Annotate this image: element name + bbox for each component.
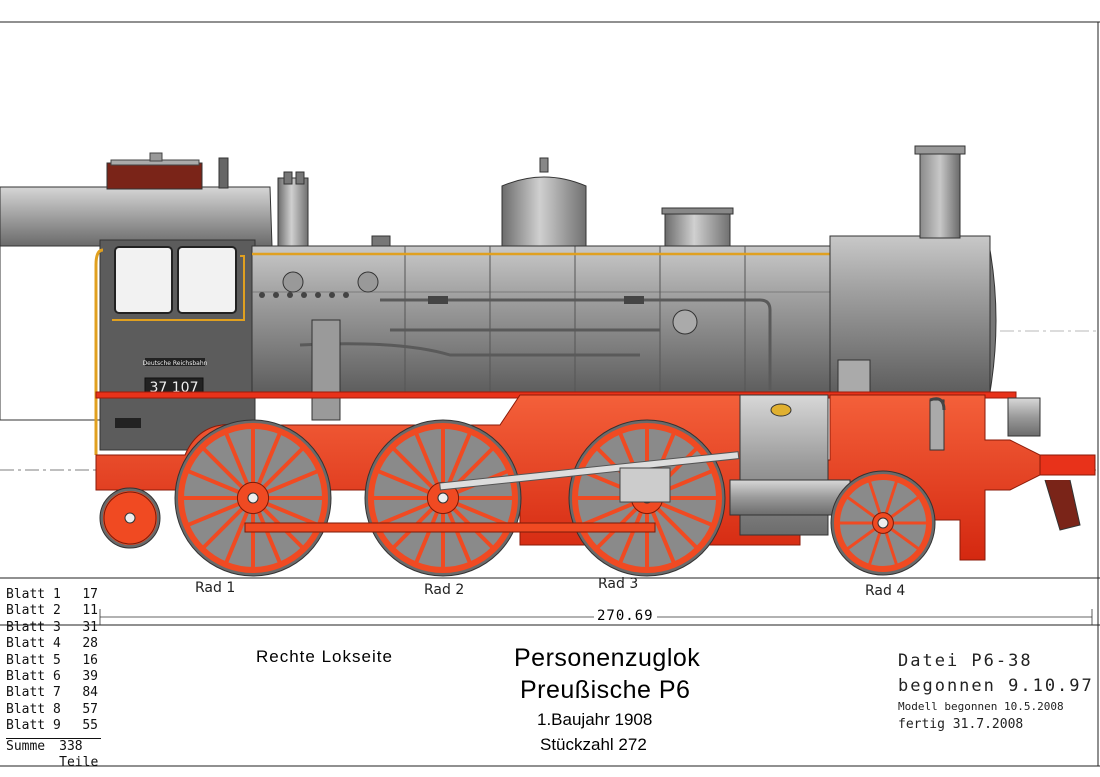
buffer [1007,397,1041,437]
handrail [94,248,104,455]
title-line2: Preußische P6 [520,676,691,704]
dimension-value: 270.69 [594,608,657,624]
title-line1: Personenzuglok [514,644,701,672]
chimney [919,149,961,239]
production-count: Stückzahl 272 [540,735,647,754]
build-year: 1.Baujahr 1908 [537,710,653,729]
finished-date: fertig 31.7.2008 [898,717,1024,732]
coupling-hook [1044,479,1081,531]
side-label: Rechte Lokseite [256,647,393,666]
wheel-label-4: Rad 4 [865,583,906,599]
wheel-2 [364,419,522,577]
coupling-rod [244,522,656,533]
cab-window-left [114,246,173,314]
sand-dome [664,211,731,247]
model-started-date: Modell begonnen 10.5.2008 [898,700,1064,713]
wheels [99,419,936,577]
started-date: begonnen 9.10.97 [898,676,1094,696]
wheel-label-1: Rad 1 [195,580,236,596]
cab-roof [0,186,273,247]
operator-plate: Deutsche Reichsbahn [143,360,208,367]
feed-valve [282,271,304,293]
boiler-top-fitting [371,235,391,247]
wheel-label-2: Rad 2 [424,582,465,598]
wheel-label-3: Rad 3 [598,576,639,592]
cab-window-right [177,246,237,314]
wheel-4 [830,470,936,576]
trailing-wheel [99,487,161,549]
boiler [251,245,833,393]
wheel-3 [568,419,726,577]
buffer-beam [1039,454,1096,476]
safety-valve [277,177,309,247]
crosshead [619,467,671,503]
steam-dome [501,176,587,247]
drawing-frame [0,21,1100,767]
whistle [218,157,229,189]
dimension-line [99,609,1093,625]
boiler-bands [404,246,746,392]
wheel-1 [174,419,332,577]
injector [311,319,341,421]
file-name: Datei P6-38 [898,651,1033,671]
piston-rod [439,451,740,491]
roof-vent [106,162,203,190]
